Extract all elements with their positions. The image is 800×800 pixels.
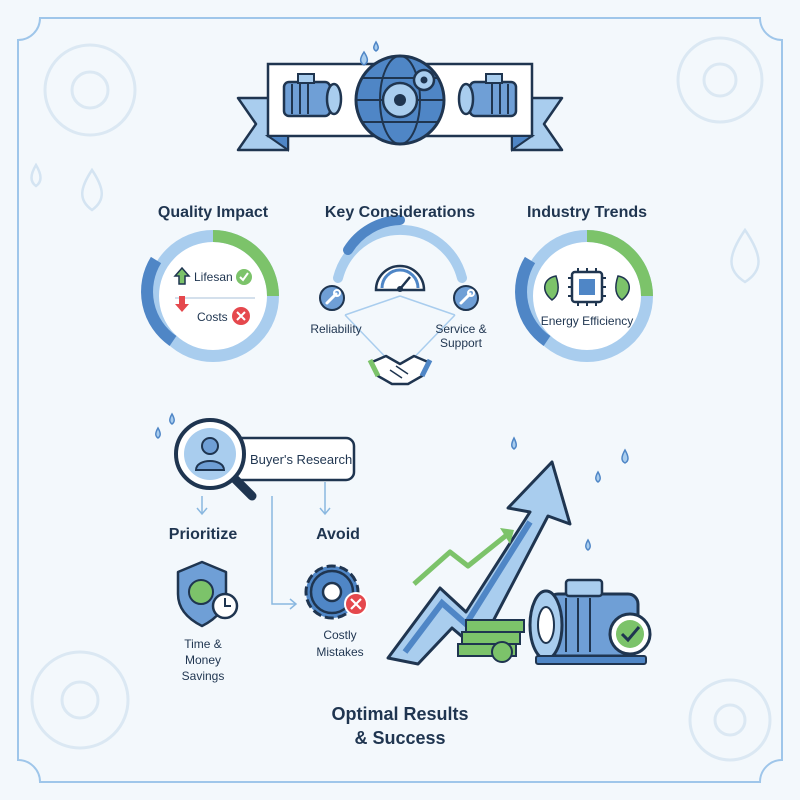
background-gear-icon: [30, 36, 772, 762]
cross-icon: [344, 592, 368, 616]
avoid-line2: Mistakes: [316, 645, 364, 659]
avoid-title: Avoid: [316, 526, 360, 543]
chip-icon: [568, 268, 606, 306]
background-drop-icon: [30, 162, 760, 284]
prioritize-line2: Money: [184, 653, 222, 667]
magnifier-person-icon: [174, 418, 257, 501]
quality-impact-ring: [141, 230, 279, 362]
cross-icon: [232, 307, 250, 325]
prioritize-title: Prioritize: [168, 526, 238, 543]
drop-icon: [359, 40, 379, 66]
result-line1: Optimal Results: [331, 704, 469, 724]
service-support-label-line2: Support: [439, 336, 483, 350]
drop-icon: [155, 412, 175, 439]
key-considerations-arc: [333, 215, 467, 371]
growth-arrow-icon: [386, 460, 572, 666]
globe-gear-icon: [354, 54, 446, 146]
motor-icon: [457, 73, 518, 118]
clock-icon: [211, 592, 239, 620]
motor-icon: [282, 73, 343, 118]
leaf-icon: [544, 275, 630, 301]
reliability-label: Reliability: [310, 322, 362, 336]
costs-label: Costs: [197, 310, 228, 324]
lifespan-label: Lifesan: [194, 270, 233, 284]
industry-trends-title: Industry Trends: [526, 204, 648, 221]
wrench-icon: [453, 285, 479, 311]
trend-line-icon: [412, 528, 514, 586]
decorative-frame: [17, 17, 783, 783]
gauge-icon: [374, 264, 426, 292]
key-considerations-title: Key Considerations: [324, 204, 476, 221]
check-icon: [236, 269, 252, 285]
quality-impact-title: Quality Impact: [157, 204, 269, 221]
check-icon: [608, 612, 652, 656]
money-stack-icon: [457, 619, 525, 663]
wrench-icon: [319, 285, 345, 311]
avoid-line1: Costly: [323, 628, 357, 642]
prioritize-line3: Savings: [181, 669, 225, 683]
drop-icon: [511, 436, 629, 551]
handshake-icon: [367, 354, 433, 386]
prioritize-line1: Time &: [184, 637, 222, 651]
research-flow-lines: [196, 482, 331, 610]
result-line2: & Success: [354, 728, 446, 748]
service-support-label-line1: Service &: [435, 322, 487, 336]
buyers-research-label: Buyer's Research: [250, 452, 353, 467]
energy-efficiency-label: Energy Efficiency: [540, 314, 634, 328]
arrow-up-icon: [173, 266, 191, 285]
arrow-down-icon: [175, 296, 189, 312]
